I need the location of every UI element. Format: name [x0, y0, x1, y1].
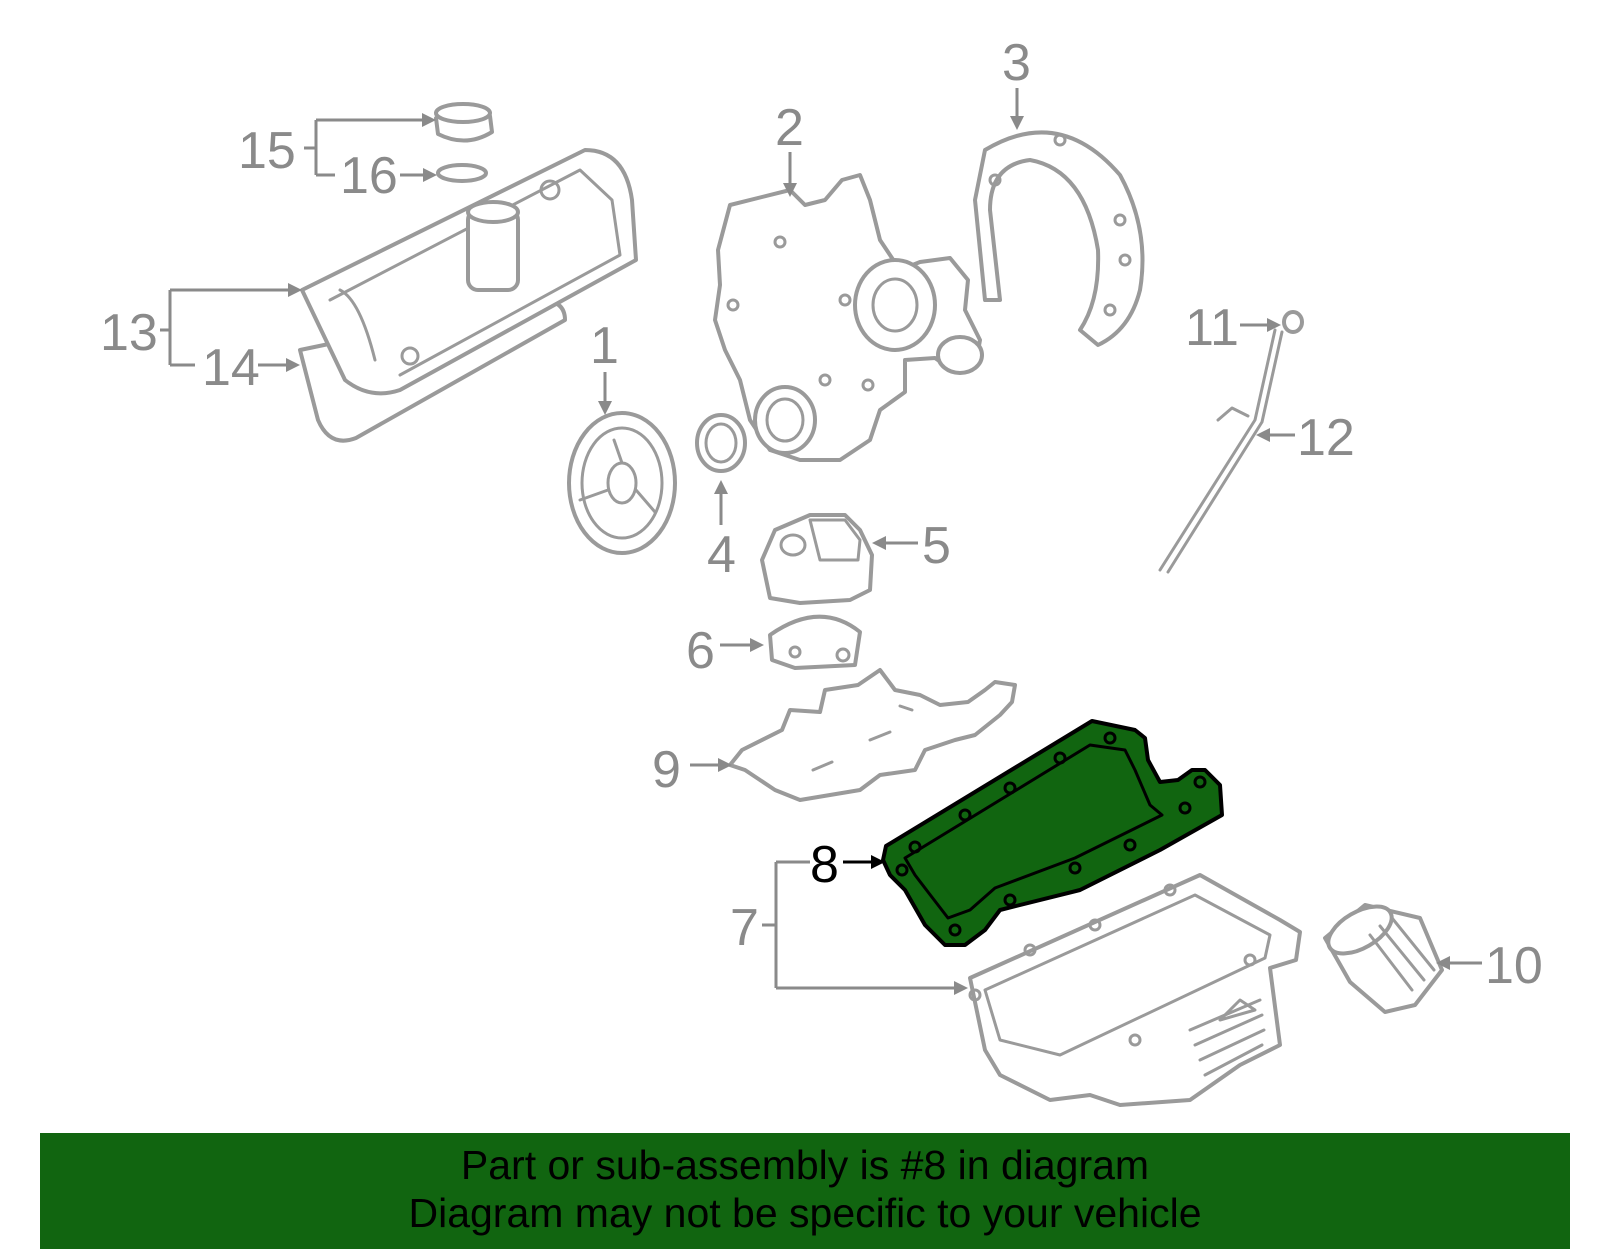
part-13-valve-cover: [300, 148, 638, 396]
banner-line-1: Part or sub-assembly is #8 in diagram: [460, 1142, 1150, 1188]
part-5-oil-pump: [760, 513, 874, 605]
callout-14: 14: [202, 339, 260, 397]
part-7-oil-pan: [968, 873, 1302, 1107]
callout-7: 7: [730, 899, 759, 957]
part-11-dipstick-handle: [1282, 310, 1304, 334]
callout-3: 3: [1002, 34, 1031, 92]
part-1-crank-pulley: [567, 411, 677, 555]
part-6-oil-pump-gasket: [768, 614, 862, 670]
part-9-windage-tray: [728, 668, 1017, 802]
part-15-oil-filler-cap: [434, 102, 494, 143]
part-4-front-seal: [695, 413, 747, 473]
part-3-rear-seal-housing-gasket: [973, 130, 1145, 347]
part-16-o-ring: [436, 163, 488, 183]
callout-leaders: [160, 88, 1482, 995]
callout-6: 6: [686, 622, 715, 680]
callout-11: 11: [1185, 299, 1239, 357]
callout-9: 9: [652, 741, 681, 799]
banner-line-2: Diagram may not be specific to your vehi…: [408, 1190, 1202, 1236]
callout-1: 1: [590, 317, 619, 375]
callout-16: 16: [340, 147, 398, 205]
part-8-oil-pan-gasket-highlighted[interactable]: [881, 719, 1224, 947]
callout-8: 8: [810, 836, 839, 894]
callout-15: 15: [238, 122, 296, 180]
part-12-dipstick-tube: [1158, 328, 1284, 574]
callout-5: 5: [922, 517, 951, 575]
callout-2: 2: [775, 99, 804, 157]
part-2-timing-cover: [713, 173, 984, 462]
callout-12: 12: [1297, 409, 1355, 467]
info-banner: Part or sub-assembly is #8 in diagram Di…: [40, 1133, 1570, 1249]
callout-10: 10: [1485, 937, 1543, 995]
callout-4: 4: [707, 526, 736, 584]
callout-numbers: 1 2 3 4 5 6 7 8 9 10 11 12 13 14 15 16: [100, 34, 1543, 995]
part-10-oil-filter: [1323, 903, 1444, 1014]
callout-13: 13: [100, 304, 158, 362]
